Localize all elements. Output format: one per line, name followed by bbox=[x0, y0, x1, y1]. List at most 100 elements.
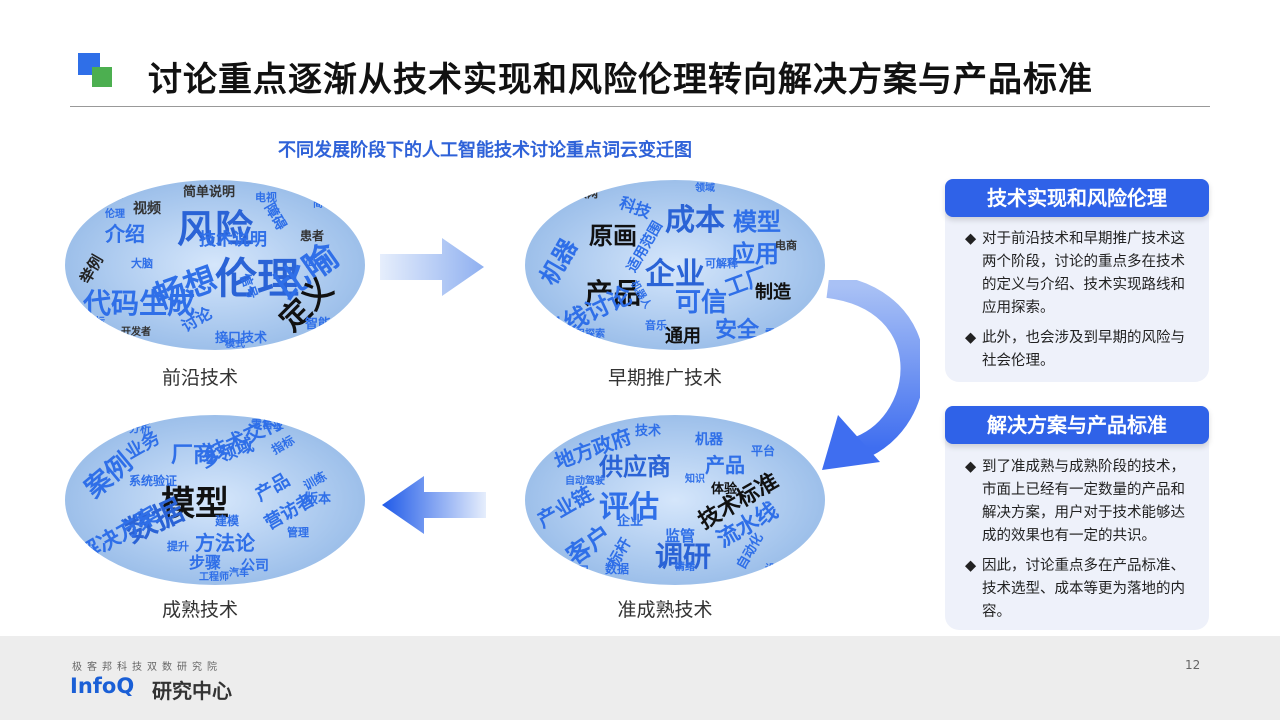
cloud-word: 电视 bbox=[255, 191, 277, 204]
cloud-word: 提升 bbox=[167, 540, 189, 553]
brand-logo-text: InfoQ bbox=[70, 674, 135, 698]
cloud-word: 产业链 bbox=[533, 481, 597, 533]
cloud-word: 零售业 bbox=[765, 329, 795, 340]
cloud-word: 制造 bbox=[755, 282, 791, 303]
caption-mature: 成熟技术 bbox=[161, 599, 238, 621]
cloud-word: 分析 bbox=[129, 422, 151, 435]
cloud-word: 目标 bbox=[85, 317, 105, 328]
footer-bar bbox=[0, 636, 1280, 720]
cloud-word: 讨论 bbox=[765, 189, 785, 200]
cloud-word: 训练 bbox=[301, 468, 329, 494]
title-divider bbox=[70, 106, 1210, 107]
caption-early: 早期推广技术 bbox=[607, 367, 722, 389]
cloud-word: 系统验证 bbox=[129, 474, 178, 488]
cloud-word: 模型 bbox=[161, 484, 229, 524]
cloud-word: 智能体 bbox=[305, 317, 345, 332]
cloud-word: 电商 bbox=[775, 239, 797, 252]
cloud-word: 患者 bbox=[300, 229, 325, 243]
diamond-bullet-icon: ◆ bbox=[965, 231, 977, 247]
caption-frontier: 前沿技术 bbox=[161, 367, 238, 389]
cloud-word: 平台 bbox=[105, 566, 127, 579]
cloud-word: 模式 bbox=[225, 339, 245, 350]
curved-down-arrow-icon bbox=[822, 280, 920, 470]
cloud-word: 指标 bbox=[269, 432, 297, 458]
cloud-word: 科技 bbox=[616, 193, 654, 222]
bullet-item: ◆ 此外，也会涉及到早期的风险与社会伦理。 bbox=[965, 327, 1197, 373]
cloud-word: 自动驾驶 bbox=[565, 476, 605, 487]
panel-header-solution-standard: 解决方案与产品标准 bbox=[945, 406, 1209, 444]
cloud-word: 成本 bbox=[665, 203, 725, 238]
cloud-word: 版本 bbox=[305, 492, 332, 507]
cloud-word: 风险 bbox=[177, 207, 254, 251]
cloud-word: 建模 bbox=[215, 514, 240, 528]
cloud-word: 举例 bbox=[76, 251, 107, 287]
cloud-word: 障碍 bbox=[261, 200, 289, 234]
cloud-word: 应用 bbox=[731, 240, 779, 268]
cloud-word: 方法论 bbox=[195, 531, 255, 555]
diamond-bullet-icon: ◆ bbox=[965, 459, 977, 475]
bullet-item: ◆ 因此，讨论重点多在产品标准、技术选型、成本等更为落地的内容。 bbox=[965, 555, 1197, 624]
cloud-word: 情绪 bbox=[675, 562, 695, 573]
cloud-word: 汽车 bbox=[229, 568, 249, 579]
cloud-word: 技术 bbox=[635, 424, 662, 439]
cloud-word: 介绍 bbox=[105, 222, 145, 246]
cloud-word: 步骤 bbox=[189, 553, 222, 572]
word-cloud-early: 成本模型原画科技企业产品机器应用工厂可信路线讨论制造安全通用适用范围互联网电商音… bbox=[525, 180, 825, 350]
panel-solution-standard bbox=[945, 424, 1209, 630]
cloud-word: 简介 bbox=[305, 255, 330, 269]
figure-subtitle: 不同发展阶段下的人工智能技术讨论重点词云变迁图 bbox=[278, 140, 692, 161]
cloud-word: 可解释 bbox=[705, 257, 738, 270]
cloud-word: 学习 bbox=[565, 564, 590, 578]
cloud-word: 大脑 bbox=[131, 257, 153, 270]
cloud-word: 技术说明 bbox=[199, 230, 267, 250]
cloud-word: 简单说明 bbox=[313, 199, 353, 210]
cloud-word: 调研 bbox=[655, 540, 712, 573]
cloud-word: 零售业 bbox=[251, 418, 284, 431]
cloud-word: 厂商 bbox=[171, 443, 216, 468]
cloud-word: 音乐 bbox=[645, 319, 667, 332]
cloud-word: 通用 bbox=[665, 326, 701, 347]
right-arrow-icon bbox=[380, 238, 484, 296]
cloud-word: 模型 bbox=[733, 208, 781, 236]
panel-header-tech-risk: 技术实现和风险伦理 bbox=[945, 179, 1209, 217]
cloud-word: 平台 bbox=[751, 444, 776, 458]
cloud-word: 应用探索 bbox=[565, 329, 605, 340]
cloud-word: 产品 bbox=[585, 277, 642, 310]
cloud-word: 安全 bbox=[715, 318, 760, 343]
cloud-word: 工程师 bbox=[199, 572, 229, 583]
cloud-word: 可信 bbox=[675, 288, 728, 318]
left-arrow-icon bbox=[382, 476, 486, 534]
cloud-word: 评估 bbox=[599, 490, 659, 525]
word-cloud-near-mature: 供应商评估地方政府产业链客户调研技术标准流水线产品机器体验企业标杆监管数据学习自… bbox=[525, 415, 825, 585]
cloud-word: 问题 bbox=[101, 187, 123, 200]
cloud-word: 机器 bbox=[695, 432, 723, 448]
caption-near-mature: 准成熟技术 bbox=[617, 599, 713, 621]
cloud-word: 设计 bbox=[765, 564, 785, 575]
cloud-word: 开发者 bbox=[121, 327, 151, 338]
cloud-word: 原画 bbox=[589, 222, 637, 250]
cloud-word: 监管 bbox=[665, 527, 696, 545]
panel-tech-risk bbox=[945, 196, 1209, 382]
cloud-word: 知识 bbox=[685, 474, 705, 485]
cloud-word: 产品 bbox=[705, 453, 745, 477]
word-cloud-mature: 模型案例数据解决方案厂商业务技术交付多领域产品方法论步骤营访者公司系统验证建模汽… bbox=[65, 415, 365, 585]
cloud-word: 视频 bbox=[133, 201, 161, 217]
logo-green-square bbox=[92, 67, 112, 87]
cloud-word: 管理 bbox=[287, 526, 309, 539]
cloud-word: 机器 bbox=[534, 234, 584, 290]
cloud-word: 领域 bbox=[695, 183, 715, 194]
page-title: 讨论重点逐渐从技术实现和风险伦理转向解决方案与产品标准 bbox=[148, 60, 1093, 100]
cloud-word: 供应商 bbox=[599, 453, 671, 481]
cloud-word: 代码生成 bbox=[83, 287, 196, 320]
cloud-word: 简单说明 bbox=[183, 185, 236, 200]
cloud-word: 接口技术 bbox=[215, 331, 268, 346]
diamond-bullet-icon: ◆ bbox=[965, 558, 977, 574]
cloud-word: 互联网 bbox=[565, 187, 598, 200]
bullet-item: ◆ 到了准成熟与成熟阶段的技术，市面上已经有一定数量的产品和解决方案，用户对于技… bbox=[965, 456, 1197, 548]
footer-org-label: 极客邦科技双数研究院 bbox=[72, 662, 222, 673]
diamond-bullet-icon: ◆ bbox=[965, 330, 977, 346]
cloud-word: 伦理 bbox=[105, 209, 125, 220]
cloud-word: 企业 bbox=[645, 257, 705, 292]
cloud-word: 数据 bbox=[605, 562, 630, 576]
cloud-word: 公司 bbox=[241, 558, 269, 574]
